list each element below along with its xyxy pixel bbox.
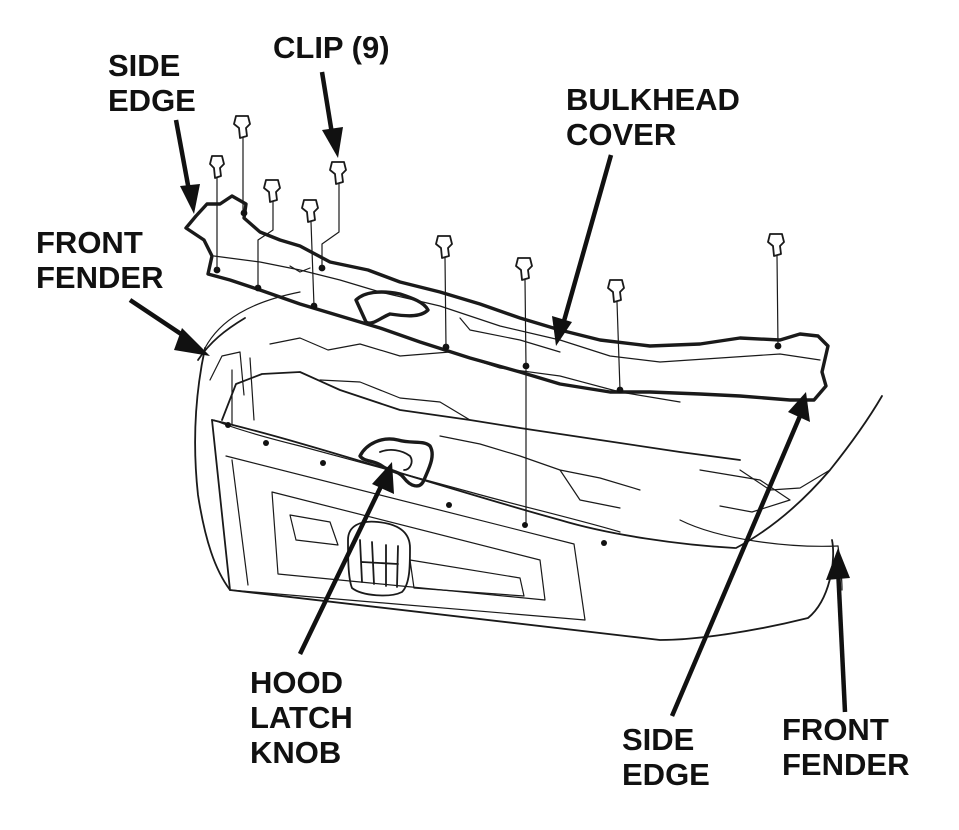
label-line: SIDE (622, 722, 695, 757)
bulkhead-cover (184, 194, 830, 402)
clip-6 (435, 235, 453, 348)
label-front-fender-right: FRONT FENDER (782, 712, 909, 782)
clip-5 (321, 161, 347, 269)
h-emblem (347, 520, 411, 597)
clip-fasteners (209, 115, 785, 523)
label-line: KNOB (250, 735, 342, 770)
hood-latch-knob (358, 437, 434, 488)
clip-8 (607, 279, 625, 391)
label-front-fender-left: FRONT FENDER (36, 225, 163, 295)
label-line: EDGE (108, 83, 196, 118)
clip-7 (515, 257, 533, 523)
label-line: BULKHEAD (566, 82, 740, 117)
clip-2 (233, 115, 251, 211)
right-front-fender (679, 395, 883, 591)
label-line: FENDER (36, 260, 164, 295)
clip-3 (257, 179, 281, 289)
vehicle-front-body (194, 291, 835, 641)
label-side-edge-right: SIDE EDGE (622, 722, 710, 792)
label-line: HOOD (250, 665, 343, 700)
clip-1 (209, 155, 225, 271)
label-hood-latch-knob: HOOD LATCH KNOB (250, 665, 353, 770)
label-line: SIDE (108, 48, 181, 83)
label-side-edge-left: SIDE EDGE (108, 48, 196, 118)
label-line: CLIP (9) (273, 30, 390, 65)
label-line: LATCH (250, 700, 353, 735)
leader-arrows (128, 71, 850, 717)
label-clip: CLIP (9) (273, 30, 390, 65)
label-line: EDGE (622, 757, 710, 792)
label-bulkhead-cover: BULKHEAD COVER (566, 82, 740, 152)
clip-9 (767, 233, 785, 347)
label-line: COVER (566, 117, 677, 152)
clip-4 (301, 199, 319, 307)
label-line: FRONT (36, 225, 143, 260)
label-line: FRONT (782, 712, 889, 747)
label-line: FENDER (782, 747, 910, 782)
left-front-fender (197, 317, 246, 396)
